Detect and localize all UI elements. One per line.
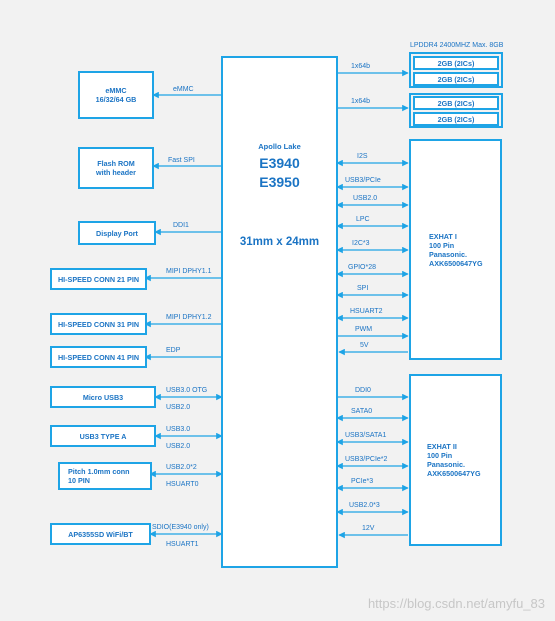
conn21-signal: MIPI DPHY1.1 xyxy=(166,268,212,275)
memory-group-2 xyxy=(409,93,503,128)
exhat2-signal: 12V xyxy=(362,525,375,532)
soc-package-size: 31mm x 24mm xyxy=(239,236,320,248)
exhat1-signal: LPC xyxy=(356,216,370,223)
wifi-signal-2: HSUART1 xyxy=(166,541,199,548)
memory-bus-2: 1x64b xyxy=(351,98,371,105)
exhat1-signal: USB3/PCIe xyxy=(345,177,381,184)
usb3-type-a-box: USB3 TYPE A xyxy=(50,425,156,447)
exhat-2-box: EXHAT II 100 Pin Panasonic. AXK6500647YG xyxy=(409,374,502,546)
memory-bus-1: 1x64b xyxy=(351,63,371,70)
memory-chip: 2GB (2ICs) xyxy=(413,72,499,86)
exhat2-signal: DDI0 xyxy=(355,387,371,394)
exhat1-signal: USB2.0 xyxy=(353,195,378,202)
exhat-1-box: EXHAT I 100 Pin Panasonic. AXK6500647YG xyxy=(409,139,502,360)
usb3a-signal-1: USB3.0 xyxy=(166,426,191,433)
exhat2-signal: PCIe*3 xyxy=(351,478,374,485)
exhat2-signal: USB2.0*3 xyxy=(349,502,380,509)
conn31-signal: MIPI DPHY1.2 xyxy=(166,314,212,321)
soc-family-label: Apollo Lake xyxy=(258,142,301,151)
wifi-bt-box: AP6355SD WiFi/BT xyxy=(50,523,151,545)
usb3a-signal-2: USB2.0 xyxy=(166,443,191,450)
exhat1-signal: GPIO*28 xyxy=(348,264,377,271)
emmc-box: eMMC 16/32/64 GB xyxy=(78,71,154,119)
soc-box xyxy=(221,56,338,568)
pitch-signal-1: USB2.0*2 xyxy=(166,464,197,471)
memory-chip: 2GB (2ICs) xyxy=(413,56,499,70)
exhat1-signal: SPI xyxy=(357,285,369,292)
dp-signal: DDI1 xyxy=(173,222,189,229)
exhat1-signal: 5V xyxy=(360,342,369,349)
pitch-signal-2: HSUART0 xyxy=(166,481,199,488)
conn41-signal: EDP xyxy=(166,347,181,354)
wifi-signal-1: SDIO(E3940 only) xyxy=(152,524,209,531)
hi-speed-conn-31-box: HI-SPEED CONN 31 PIN xyxy=(50,313,147,335)
memory-chip: 2GB (2ICs) xyxy=(413,96,499,110)
emmc-signal: eMMC xyxy=(173,86,194,93)
display-port-box: Display Port xyxy=(78,221,156,245)
memory-title: LPDDR4 2400MHZ Max. 8GB xyxy=(410,42,504,49)
soc-model-e3940: E3940 xyxy=(259,155,300,171)
soc-model-e3950: E3950 xyxy=(259,174,300,190)
memory-group-1 xyxy=(409,52,503,88)
pitch-conn-box: Pitch 1.0mm conn 10 PIN xyxy=(58,462,152,490)
exhat2-signal: USB3/PCIe*2 xyxy=(345,456,388,463)
microusb-signal-2: USB2.0 xyxy=(166,404,191,411)
flash-signal: Fast SPI xyxy=(168,157,195,164)
memory-chip: 2GB (2ICs) xyxy=(413,112,499,126)
micro-usb3-box: Micro USB3 xyxy=(50,386,156,408)
hi-speed-conn-21-box: HI-SPEED CONN 21 PIN xyxy=(50,268,147,290)
exhat2-signal: SATA0 xyxy=(351,408,373,415)
exhat1-signal: I2C*3 xyxy=(352,240,370,247)
exhat1-signal: HSUART2 xyxy=(350,308,383,315)
hi-speed-conn-41-box: HI-SPEED CONN 41 PIN xyxy=(50,346,147,368)
flash-rom-box: Flash ROM with header xyxy=(78,147,154,189)
microusb-signal-1: USB3.0 OTG xyxy=(166,387,208,394)
watermark: https://blog.csdn.net/amyfu_83 xyxy=(367,596,545,611)
exhat1-signal: PWM xyxy=(355,326,373,333)
exhat2-signal: USB3/SATA1 xyxy=(345,432,387,439)
exhat1-signal: I2S xyxy=(357,153,368,160)
